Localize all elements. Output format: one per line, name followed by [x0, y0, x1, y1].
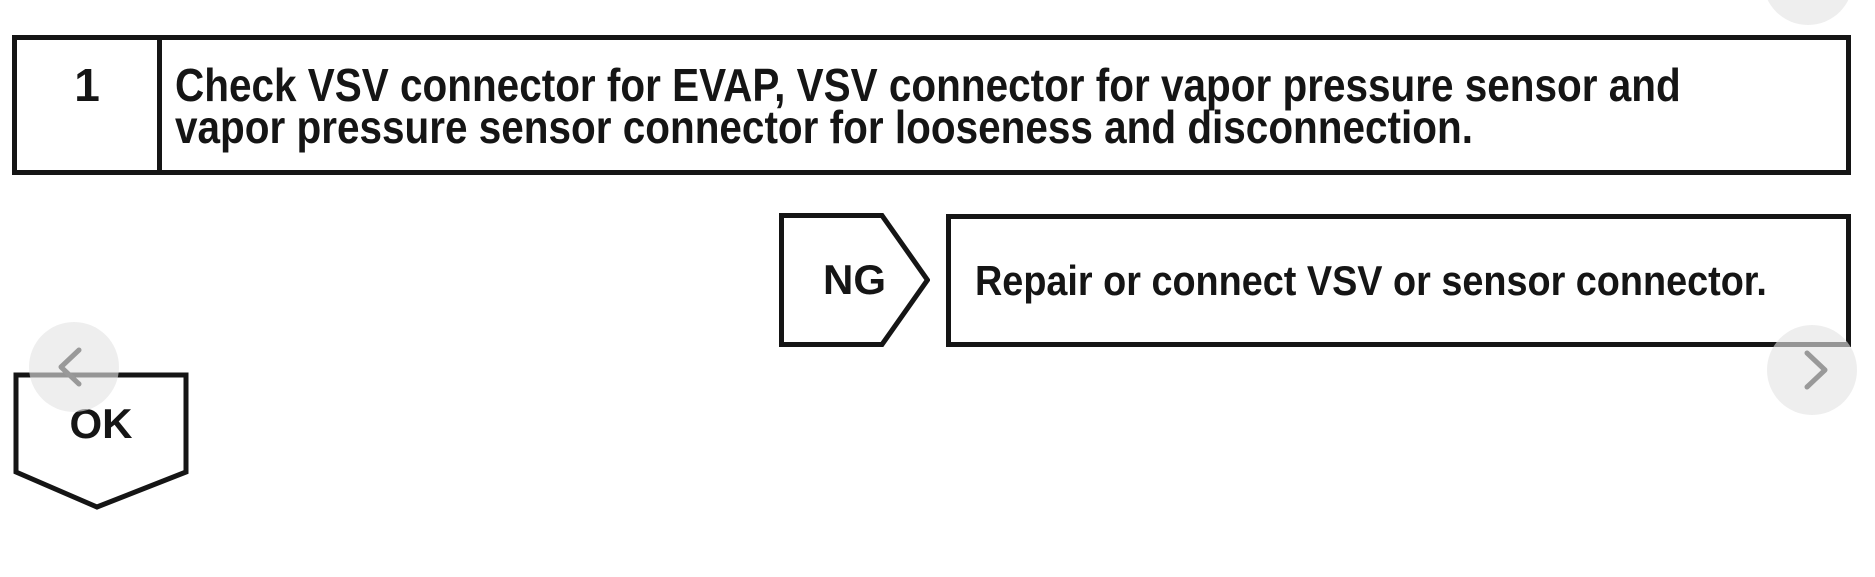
step-box: 1 Check VSV connector for EVAP, VSV conn…: [12, 35, 1851, 175]
chevron-left-icon: [58, 347, 82, 387]
ng-action-box: Repair or connect VSV or sensor connecto…: [946, 214, 1851, 347]
next-page-button[interactable]: [1767, 325, 1857, 415]
ng-action-text: Repair or connect VSV or sensor connecto…: [975, 256, 1767, 304]
step-instruction: Check VSV connector for EVAP, VSV connec…: [162, 40, 1875, 170]
chevron-right-icon: [1804, 350, 1828, 390]
ng-label: NG: [823, 256, 886, 303]
step-number: 1: [17, 40, 162, 170]
step-instruction-line-2: vapor pressure sensor connector for loos…: [175, 101, 1473, 153]
nav-circle-partial-button[interactable]: [1763, 0, 1853, 25]
step-instruction-line-1: Check VSV connector for EVAP, VSV connec…: [175, 59, 1681, 111]
ng-pentagon-shape: [779, 213, 930, 347]
prev-page-button[interactable]: [29, 322, 119, 412]
